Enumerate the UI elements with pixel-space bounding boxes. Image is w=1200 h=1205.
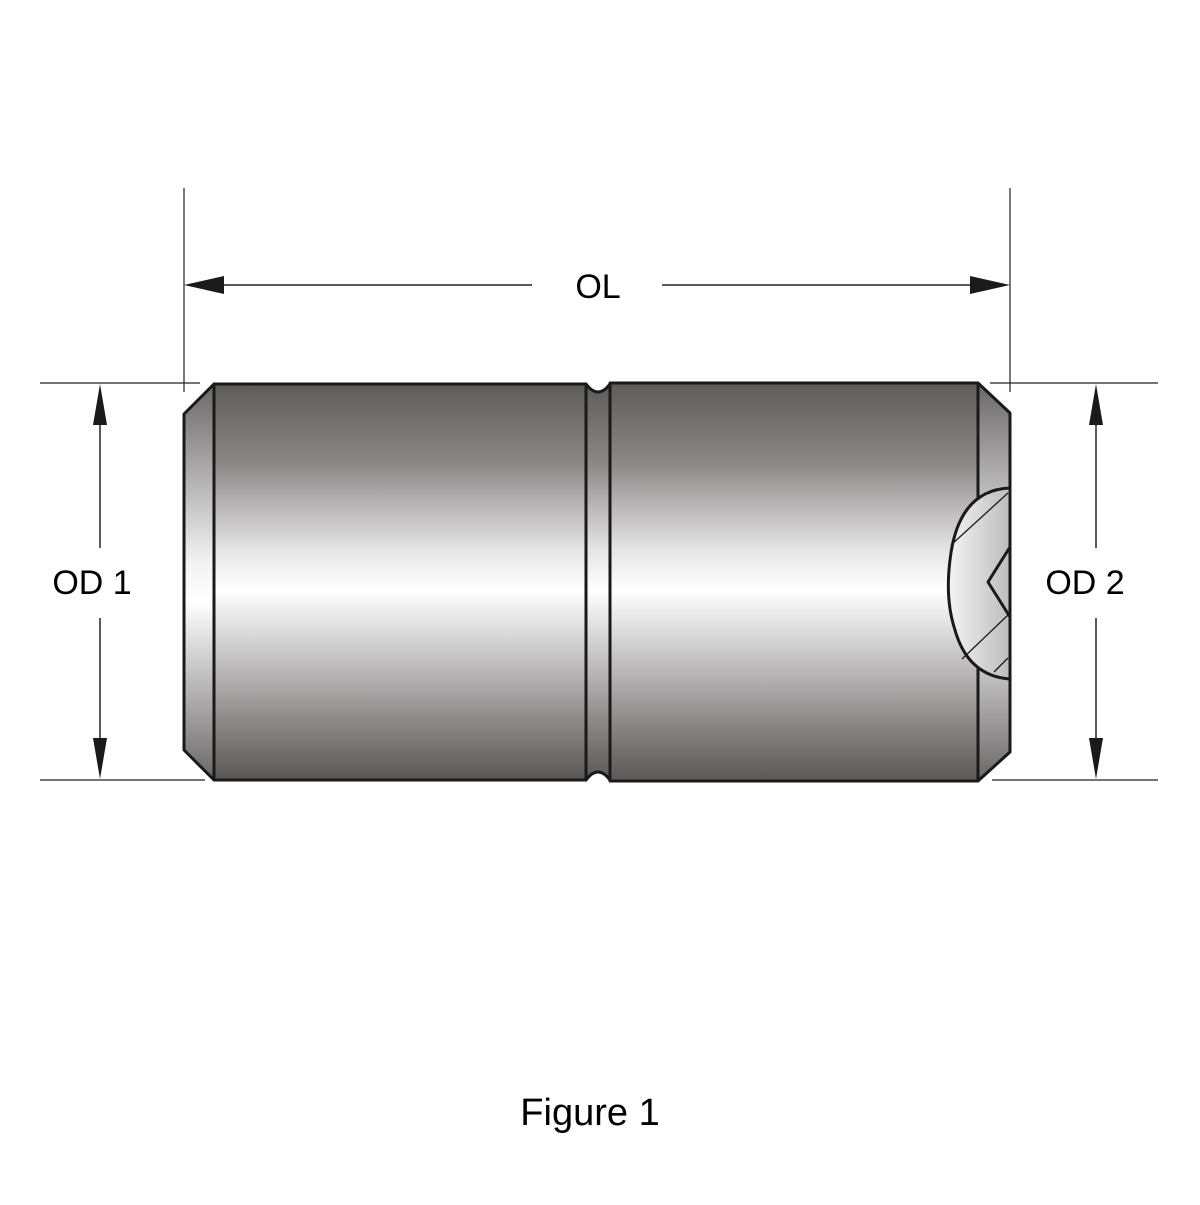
- left-body: [212, 382, 588, 782]
- arrow-up-icon: [1089, 384, 1103, 425]
- od1-label: OD 1: [52, 564, 131, 602]
- arrow-down-icon: [1089, 738, 1103, 779]
- center-groove: [584, 382, 612, 782]
- cross-drilled-hole: [946, 486, 1012, 681]
- drill-point: [986, 546, 1012, 618]
- arrow-right-icon: [970, 276, 1010, 294]
- figure-caption: Figure 1: [520, 1092, 659, 1134]
- section-hatch: [950, 492, 1009, 673]
- ol-dimension: [184, 276, 1010, 294]
- od2-dimension: [1089, 384, 1103, 779]
- left-chamfer: [182, 382, 216, 782]
- arrow-left-icon: [184, 276, 224, 294]
- ol-label: OL: [575, 268, 620, 306]
- od1-dimension: [93, 384, 107, 779]
- extension-lines: [40, 188, 1158, 781]
- right-body: [608, 381, 980, 783]
- arrow-up-icon: [93, 384, 107, 425]
- od2-label: OD 2: [1045, 564, 1124, 602]
- dowel-pin: [182, 381, 1012, 783]
- arrow-down-icon: [93, 738, 107, 779]
